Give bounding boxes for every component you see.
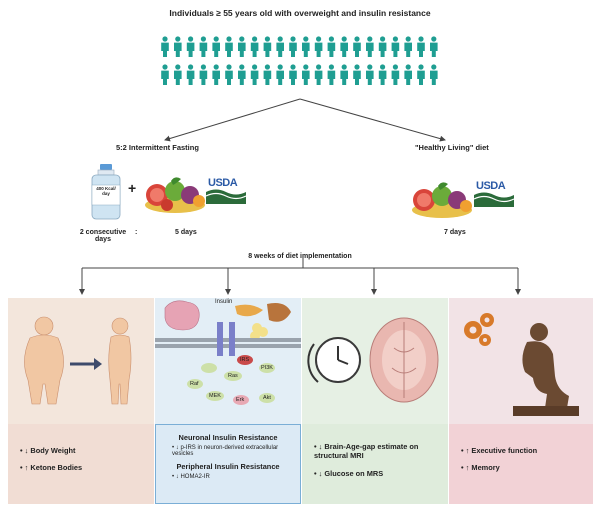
insulin-signaling-panel: Insulin IRS Ras PI3K Raf MEK Erk Akt [155,298,301,424]
arrow-to-healthy [299,98,446,142]
neuronal-ir-title: Neuronal Insulin Resistance [178,433,278,442]
insulin-pathway-icon [155,300,301,405]
water-bottle-icon [91,164,121,220]
body-weight-panel [8,298,154,424]
node-irs: IRS [240,357,250,363]
liver-icon [267,303,291,322]
thinker-icon [464,313,579,416]
brain-imaging-panel [302,298,448,424]
bottle-kcal-text: 400 Kcal/ day [96,186,116,197]
node-erk: Erk [236,397,245,403]
plus-sign: + [128,180,137,196]
usda-logo-2 [474,192,514,207]
node-akt: Akt [263,395,271,401]
body-outcomes-box: • ↓ Body Weight • ↑ Ketone Bodies [8,424,154,504]
arrow-to-fasting [164,98,301,142]
fruits-vegetables-icon [145,177,205,213]
usda-text-right: USDA [476,180,506,192]
brain-outcomes-box: • ↓ Brain-Age-gap estimate on structural… [302,424,448,504]
ratio-colon: : [135,229,138,236]
outcome-memory: • ↑ Memory [461,463,500,473]
consecutive-days-label: 2 consecutive days [79,229,127,243]
fruits-vegetables-icon-2 [412,182,472,218]
outcome-homa2-ir: • ↓ HOMA2-IR [172,474,210,480]
insulin-outcomes-box: Neuronal Insulin Resistance • ↓ p-IRS in… [155,424,301,504]
population-title: Individuals ≥ 55 years old with overweig… [169,8,431,18]
seven-days-label: 7 days [444,229,466,236]
node-pi3k: PI3K [261,365,273,371]
outcome-ketone-bodies: • ↑ Ketone Bodies [20,463,83,473]
outcome-glucose-mrs: • ↓ Glucose on MRS [314,468,384,478]
healthy-arm-label: "Healthy Living" diet [415,143,489,152]
pancreas-icon [235,304,263,317]
body-change-icon [24,316,132,405]
insulin-label: Insulin [215,299,233,305]
node-ras: Ras [228,373,238,379]
outcome-executive-function: • ↑ Executive function [461,446,538,455]
node-mek: MEK [209,393,221,399]
outcome-brain-age-gap: • ↓ Brain-Age-gap estimate on structural… [314,442,419,461]
outcome-body-weight: • ↓ Body Weight [20,446,76,455]
usda-text-left: USDA [208,177,238,189]
implementation-label: 8 weeks of diet implementation [248,253,352,260]
brain-clock-icon [307,317,439,403]
cognition-panel [449,298,593,424]
outcome-p-irs: • ↓ p-IRS in neuron-derived extracellula… [172,445,279,457]
brain-icon-small [164,300,200,331]
node-raf: Raf [190,381,199,387]
peripheral-ir-title: Peripheral Insulin Resistance [176,462,280,471]
cognition-outcomes-box: • ↑ Executive function • ↑ Memory [449,424,593,504]
fasting-arm-label: 5:2 Intermittent Fasting [116,143,199,152]
five-days-label: 5 days [175,229,197,236]
usda-logo [206,189,246,204]
